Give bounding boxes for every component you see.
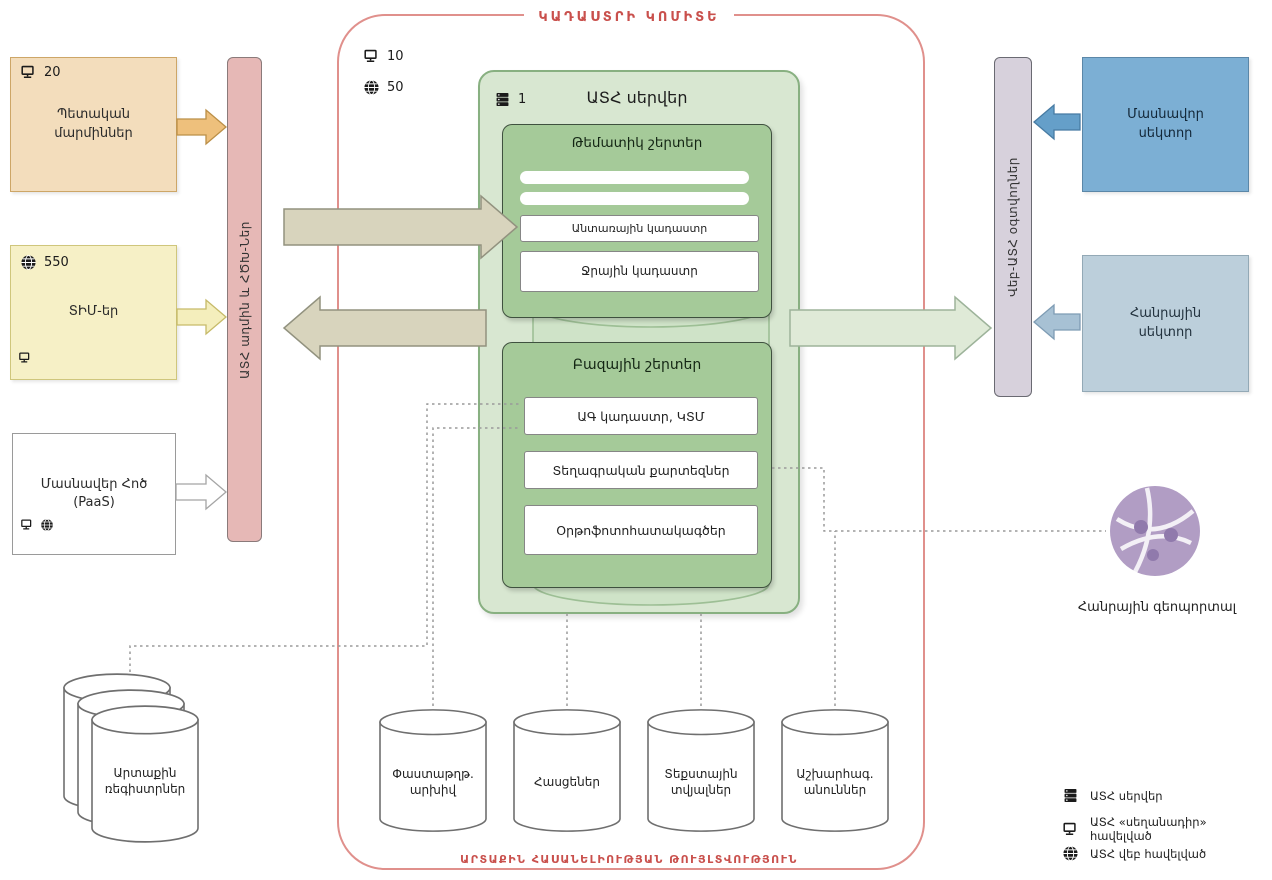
arrow-public-to-bar: [1032, 303, 1081, 341]
tim-label: ՏԻՄ-եր: [68, 304, 119, 320]
committee-web-count: 50: [363, 79, 404, 96]
tim-desktop-icon-row: [18, 351, 32, 365]
db-document-archive: Փաստաթղթ. արխիվ: [378, 708, 488, 833]
layer-item-forest-cadastre: Անտառային կադաստր: [520, 215, 759, 242]
arrow-cloud-to-bar: [175, 473, 228, 511]
arrow-private-to-bar: [1032, 103, 1081, 141]
count-value: 550: [44, 255, 69, 270]
desktop-icon: [18, 351, 32, 365]
public-sector-box: Հանրային սեկտոր: [1082, 255, 1249, 392]
base-layers-title: Բազային շերտեր: [572, 357, 702, 373]
desktop-icon: [20, 64, 37, 81]
legend-web-row: ԱՏՀ վեբ հավելված: [1062, 845, 1206, 862]
thematic-layers-box: Թեմատիկ շերտեր Անտառային կադաստր Ջրային …: [502, 124, 772, 318]
server-icon: [1062, 787, 1079, 804]
layer-bar: [520, 192, 749, 205]
count-value: 10: [387, 49, 404, 64]
count-value: 1: [518, 92, 527, 107]
layer-bar: [520, 171, 749, 184]
thematic-layers-title: Թեմատիկ շերտեր: [571, 135, 703, 151]
web-icon: [20, 254, 37, 271]
gis-server-count: 1: [494, 91, 526, 108]
gis-access-bar-label: ԱՏՀ ադմին և ՀԾԽ-Ներ: [237, 220, 252, 379]
desktop-icon: [363, 48, 380, 65]
count-value: 20: [44, 65, 61, 80]
state-bodies-count: 20: [20, 64, 61, 81]
db-addresses: Հասցեներ: [512, 708, 622, 833]
db-label: Տեքստային տվյալներ: [664, 766, 738, 797]
external-registers-db: Արտաքին ռեգիստրներ: [62, 672, 262, 847]
desktop-icon: [1062, 821, 1079, 838]
gis-access-bar: ԱՏՀ ադմին և ՀԾԽ-Ներ: [227, 57, 262, 542]
legend-web-label: ԱՏՀ վեբ հավելված: [1090, 846, 1207, 861]
private-cloud-icon-row: [20, 518, 54, 532]
external-access-banner: ԱՐՏԱՔԻՆ ՀԱՍԱՆԵԼԻՈՒԹՅԱՆ ԹՈՒՅԼՏՎՈՒԹՅՈՒՆ: [446, 853, 812, 866]
private-sector-box: Մասնավոր սեկտոր: [1082, 57, 1249, 192]
external-registers-label: Արտաքին ռեգիստրներ: [104, 766, 186, 796]
committee-desktop-count: 10: [363, 48, 404, 65]
db-label: Հասցեներ: [534, 774, 600, 789]
layer-item-ag-cadastre: ԱԳ կադաստր, ԿՏՄ: [524, 397, 758, 435]
legend-server-row: ԱՏՀ սերվեր: [1062, 787, 1163, 804]
private-cloud-box: Մասնավեր Հոծ (PaaS): [12, 433, 176, 555]
db-label: Փաստաթղթ. արխիվ: [392, 766, 474, 797]
arrow-state-to-bar: [176, 108, 228, 146]
layer-item-water-cadastre: Ջրային կադաստր: [520, 251, 759, 292]
external-access-banner-wrap: ԱՐՏԱՔԻՆ ՀԱՍԱՆԵԼԻՈՒԹՅԱՆ ԹՈՒՅԼՏՎՈՒԹՅՈՒՆ: [337, 848, 921, 867]
arrow-tim-to-bar: [176, 298, 228, 336]
geoportal-icon: [1107, 483, 1203, 583]
state-bodies-box: Պետական մարմիններ: [10, 57, 177, 192]
state-bodies-label: Պետական մարմիններ: [54, 107, 133, 141]
count-value: 50: [387, 80, 404, 95]
desktop-icon: [20, 518, 34, 532]
db-text-data: Տեքստային տվյալներ: [646, 708, 756, 833]
legend-server-label: ԱՏՀ սերվեր: [1090, 788, 1163, 803]
layer-item-orthophoto-plans: Օրթոֆոտոհատակագծեր: [524, 505, 758, 555]
private-sector-label: Մասնավոր սեկտոր: [1127, 107, 1204, 141]
public-sector-label: Հանրային սեկտոր: [1129, 306, 1202, 340]
committee-title: ԿԱԴԱՍՏՐԻ ԿՈՄԻՏԵ: [524, 10, 734, 25]
gis-server-title: ԱՏՀ սերվեր: [586, 88, 688, 107]
web-gis-users-bar-label: Վեբ-ԱՏՀ օգտվողներ: [1006, 157, 1021, 297]
base-layers-box: Բազային շերտեր ԱԳ կադաստր, ԿՏՄ Տեղագրակա…: [502, 342, 772, 588]
network-globe-icon: [1110, 486, 1200, 576]
private-cloud-sublabel: (PaaS): [73, 495, 115, 510]
web-icon: [363, 79, 380, 96]
private-cloud-label: Մասնավեր Հոծ: [40, 476, 148, 492]
db-geographic-names: Աշխարհագ. անուններ: [780, 708, 890, 833]
layer-item-topographic-maps: Տեղագրական քարտեզներ: [524, 451, 758, 489]
geoportal-label: Հանրային գեոպորտալ: [1077, 600, 1237, 615]
db-label: Աշխարհագ. անուններ: [796, 766, 874, 797]
committee-title-wrap: ԿԱԴԱՍՏՐԻ ԿՈՄԻՏԵ: [337, 6, 921, 25]
web-gis-users-bar: Վեբ-ԱՏՀ օգտվողներ: [994, 57, 1032, 397]
web-icon: [40, 518, 54, 532]
tim-count: 550: [20, 254, 69, 271]
legend-desktop-label: ԱՏՀ «սեղանադիր» հավելված: [1089, 815, 1207, 843]
legend-desktop-row: ԱՏՀ «սեղանադիր» հավելված: [1062, 815, 1272, 843]
web-icon: [1062, 845, 1079, 862]
